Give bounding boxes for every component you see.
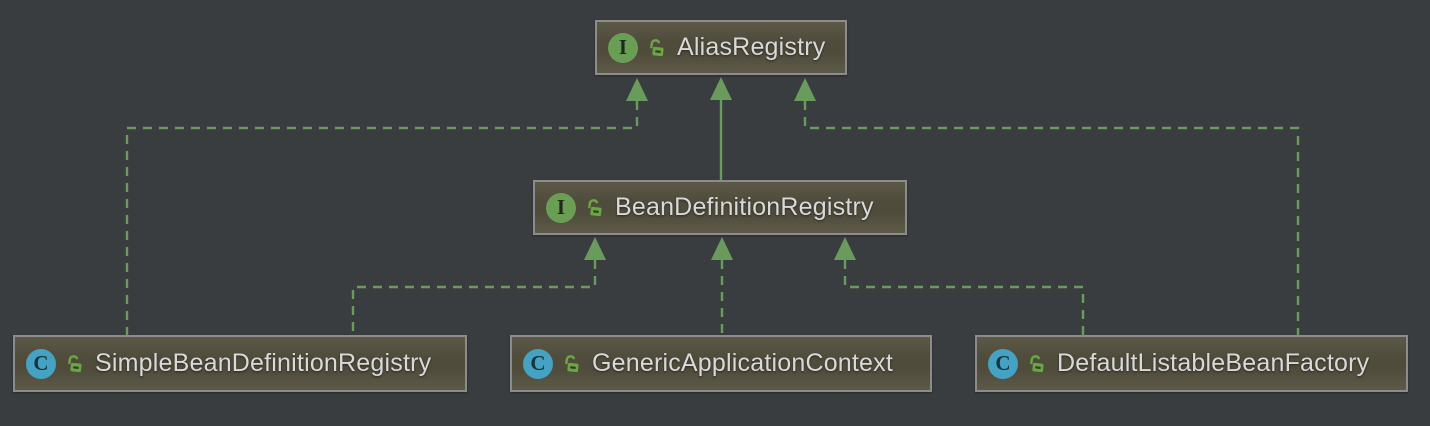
interface-icon: I [546, 192, 576, 223]
unlocked-lock-icon [565, 354, 579, 372]
node-label: DefaultListableBeanFactory [1057, 349, 1370, 377]
edge-simplebeandefinitionregistry-beandefinitionregistry[interactable] [351, 237, 606, 335]
edge-line[interactable] [351, 260, 597, 335]
arrowhead-icon [584, 237, 606, 260]
node-generic-application-context[interactable]: C GenericApplicationContext [510, 335, 932, 392]
edge-defaultlistablebeanfactory-aliasregistry[interactable] [794, 78, 1300, 335]
node-label: AliasRegistry [677, 33, 826, 61]
edge-line[interactable] [125, 101, 639, 335]
edge-line[interactable] [803, 101, 1300, 335]
arrowhead-icon [711, 237, 733, 260]
class-icon: C [26, 348, 56, 379]
node-default-listable-bean-factory[interactable]: C DefaultListableBeanFactory [975, 335, 1408, 392]
edge-line[interactable] [843, 260, 1085, 335]
node-label: SimpleBeanDefinitionRegistry [95, 349, 432, 377]
unlocked-lock-icon [588, 198, 602, 216]
unlocked-lock-icon [68, 354, 82, 372]
node-label: BeanDefinitionRegistry [615, 193, 874, 221]
interface-icon: I [608, 32, 638, 63]
class-icon: C [988, 348, 1018, 379]
arrowhead-icon [834, 237, 856, 260]
class-icon: C [523, 348, 553, 379]
arrowhead-icon [626, 78, 648, 101]
node-bean-definition-registry[interactable]: I BeanDefinitionRegistry [533, 180, 907, 235]
unlocked-lock-icon [650, 38, 664, 56]
arrowhead-icon [710, 77, 732, 100]
edge-simplebeandefinitionregistry-aliasregistry[interactable] [125, 78, 648, 335]
node-alias-registry[interactable]: I AliasRegistry [595, 20, 847, 75]
edge-beandefinitionregistry-aliasregistry[interactable] [710, 77, 732, 180]
arrowhead-icon [794, 78, 816, 101]
node-simple-bean-definition-registry[interactable]: C SimpleBeanDefinitionRegistry [13, 335, 467, 392]
node-label: GenericApplicationContext [592, 349, 893, 377]
edge-genericapplicationcontext-beandefinitionregistry[interactable] [711, 237, 733, 335]
edge-defaultlistablebeanfactory-beandefinitionregistry[interactable] [834, 237, 1085, 335]
unlocked-lock-icon [1030, 354, 1044, 372]
